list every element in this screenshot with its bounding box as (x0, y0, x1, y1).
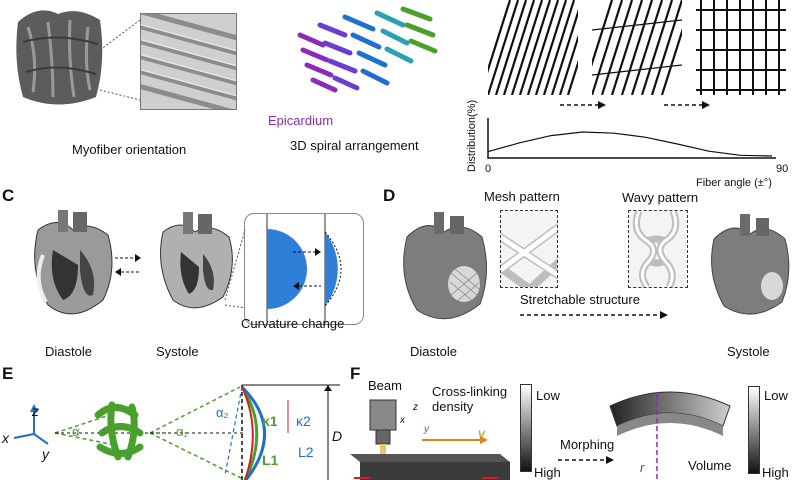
myofiber-caption: Myofiber orientation (72, 142, 187, 157)
axis-x-f: x (400, 415, 405, 426)
crosslink-label: Cross-linking density (432, 384, 508, 414)
curvature-inset (244, 213, 364, 325)
heart-systole-diagram (143, 212, 243, 322)
kappa1-label: κ1 (262, 413, 278, 429)
velocity-label: v (478, 425, 485, 441)
systole-label-c: Systole (156, 344, 199, 359)
heart-patch-diastole (392, 212, 492, 327)
morphing-label: Morphing (560, 437, 615, 452)
mesh-pattern-graphic (500, 210, 558, 288)
crosslink-gradient-bar (520, 384, 532, 472)
spiral-arrangement-graphic (295, 5, 440, 105)
chart-ylabel: Distribution(%) (466, 99, 478, 172)
crosslink-high: High (534, 465, 561, 480)
diastole-label-d: Diastole (410, 344, 457, 359)
alpha-label: α (72, 424, 80, 439)
fiber-pattern-2 (592, 0, 682, 95)
alpha1-label: α₁ (176, 424, 188, 439)
l2-label: L2 (298, 444, 314, 460)
fiber-pattern-3 (696, 0, 786, 95)
panel-e-letter: E (2, 364, 14, 383)
printer-beam-graphic (350, 392, 515, 480)
volume-low: Low (764, 388, 788, 403)
fiber-pattern-1 (488, 0, 578, 95)
d-label: D (332, 428, 343, 444)
panel-f-letter: F (350, 364, 361, 383)
wavy-pattern-label: Wavy pattern (622, 190, 699, 205)
axis-z-e: z (32, 403, 39, 419)
crosslink-low: Low (536, 388, 560, 403)
distribution-line (487, 131, 773, 157)
heart-patch-systole (700, 214, 795, 324)
radius-label: r (640, 460, 645, 475)
chart-xlabel: Fiber angle (±°) (696, 177, 772, 189)
l1-label: L1 (262, 452, 279, 468)
epicardium-label: Epicardium (268, 113, 334, 128)
fiber-helix-graphic (40, 384, 420, 480)
x-tick-min: 0 (485, 163, 492, 175)
volume-high: High (762, 465, 789, 480)
volume-label: Volume (688, 458, 732, 473)
panel-c-letter: C (2, 186, 15, 205)
wavy-pattern-graphic (628, 210, 688, 288)
diastole-label-c: Diastole (45, 344, 92, 359)
beam-label: Beam (368, 378, 402, 393)
alpha2-label: α₂ (216, 405, 229, 420)
kappa2-label: κ2 (296, 413, 311, 429)
myofiber-zoom (140, 13, 237, 110)
stretchable-label: Stretchable structure (520, 292, 640, 307)
systole-label-d: Systole (727, 344, 770, 359)
mesh-pattern-label: Mesh pattern (484, 189, 560, 204)
x-tick-max: 90 (776, 163, 789, 175)
chart-axes (487, 118, 776, 159)
axis-z-f: z (413, 402, 418, 413)
morphed-shell-graphic (605, 386, 735, 480)
heart-diastole-diagram (18, 210, 123, 325)
axis-x-e: x (2, 430, 9, 446)
panel-d-letter: D (383, 186, 396, 205)
distribution-chart (487, 118, 776, 159)
spiral-caption: 3D spiral arrangement (290, 138, 419, 153)
axis-y-f: y (424, 424, 429, 435)
heart-photo (8, 2, 108, 112)
axis-y-e: y (42, 446, 49, 462)
curvature-caption: Curvature change (241, 316, 345, 331)
volume-gradient-bar (748, 386, 760, 474)
